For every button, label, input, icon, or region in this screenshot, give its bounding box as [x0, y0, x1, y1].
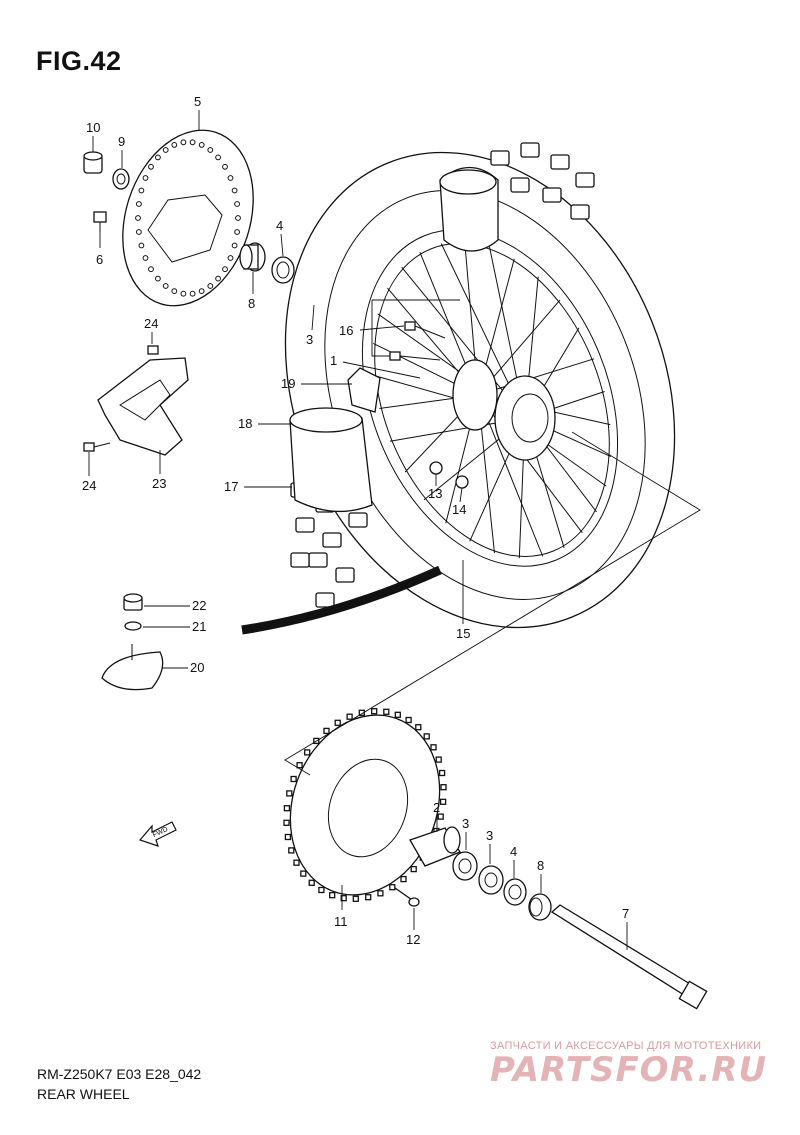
callout-6[interactable]: 6: [96, 252, 103, 267]
callout-24[interactable]: 24: [144, 316, 158, 331]
tube-cutaway[interactable]: [289, 167, 499, 513]
leader-line: [311, 304, 315, 331]
callout-8[interactable]: 8: [537, 858, 544, 873]
leader-line: [280, 233, 284, 257]
callout-10[interactable]: 10: [86, 120, 100, 135]
sprocket-bolt[interactable]: [394, 887, 420, 907]
callout-7[interactable]: 7: [622, 906, 629, 921]
callout-17[interactable]: 17: [224, 479, 238, 494]
callout-5[interactable]: 5: [194, 94, 201, 109]
callout-14[interactable]: 14: [452, 502, 466, 517]
figure-title: FIG.42: [36, 46, 122, 76]
leader-line: [359, 325, 405, 331]
callout-labels: 1233344567889101112131415161718192021222…: [82, 94, 629, 947]
callout-9[interactable]: 9: [118, 134, 125, 149]
disc-bolt[interactable]: [93, 211, 107, 232]
forward-arrow-icon: FWD: [138, 821, 177, 847]
rear-axle[interactable]: [550, 904, 708, 1010]
callout-20[interactable]: 20: [190, 660, 204, 675]
hub-spacer-upper[interactable]: [239, 242, 266, 272]
hub-spacer-lower[interactable]: [528, 893, 552, 921]
brake-disc[interactable]: [101, 113, 275, 323]
disc-cover[interactable]: [97, 357, 189, 456]
callout-18[interactable]: 18: [238, 416, 252, 431]
model-code: RM-Z250K7 E03 E28_042: [37, 1066, 202, 1082]
rim-lock-nut[interactable]: [123, 593, 143, 611]
callout-12[interactable]: 12: [406, 932, 420, 947]
callout-22[interactable]: 22: [192, 598, 206, 613]
callout-4[interactable]: 4: [510, 844, 517, 859]
callout-21[interactable]: 21: [192, 619, 206, 634]
rim-band[interactable]: [347, 367, 381, 413]
disc-washer[interactable]: [112, 168, 130, 190]
oil-seal-upper[interactable]: [271, 256, 295, 284]
callout-1[interactable]: 1: [330, 353, 337, 368]
leader-lines: [88, 110, 628, 950]
wheel-bearing-lower-1[interactable]: [452, 851, 478, 881]
oil-seal-lower[interactable]: [503, 878, 527, 906]
cover-bolt-upper[interactable]: [147, 345, 159, 355]
watermark-logo: PARTSFOR.RU: [490, 1050, 768, 1090]
callout-8[interactable]: 8: [248, 296, 255, 311]
callout-3[interactable]: 3: [306, 332, 313, 347]
leader-line: [371, 300, 390, 357]
cover-bolt-lower[interactable]: [83, 442, 111, 452]
callout-3[interactable]: 3: [486, 828, 493, 843]
callout-16[interactable]: 16: [339, 323, 353, 338]
watermark-subtitle: ЗАПЧАСТИ И АКСЕССУАРЫ ДЛЯ МОТОТЕХНИКИ: [490, 1040, 762, 1052]
hub-collar[interactable]: [409, 826, 461, 867]
callout-11[interactable]: 11: [334, 914, 348, 929]
leader-line: [342, 361, 421, 379]
callout-24[interactable]: 24: [82, 478, 96, 493]
callout-23[interactable]: 23: [152, 476, 166, 491]
rim-lock[interactable]: [101, 644, 164, 691]
callout-13[interactable]: 13: [428, 486, 442, 501]
rim-lock-washer[interactable]: [124, 621, 142, 631]
callout-15[interactable]: 15: [456, 626, 470, 641]
callout-2[interactable]: 2: [433, 800, 440, 815]
callout-3[interactable]: 3: [462, 816, 469, 831]
leader-line: [459, 487, 463, 503]
guide-line-hub-sprocket: [284, 431, 701, 776]
callout-19[interactable]: 19: [281, 376, 295, 391]
disc-bolt-collar[interactable]: [83, 151, 103, 174]
callout-4[interactable]: 4: [276, 218, 283, 233]
tire-sidewall-edge: [241, 565, 442, 635]
wheel-bearing-lower-2[interactable]: [478, 865, 504, 895]
assembly-name: REAR WHEEL: [37, 1086, 130, 1102]
rear-hub[interactable]: [452, 359, 556, 461]
